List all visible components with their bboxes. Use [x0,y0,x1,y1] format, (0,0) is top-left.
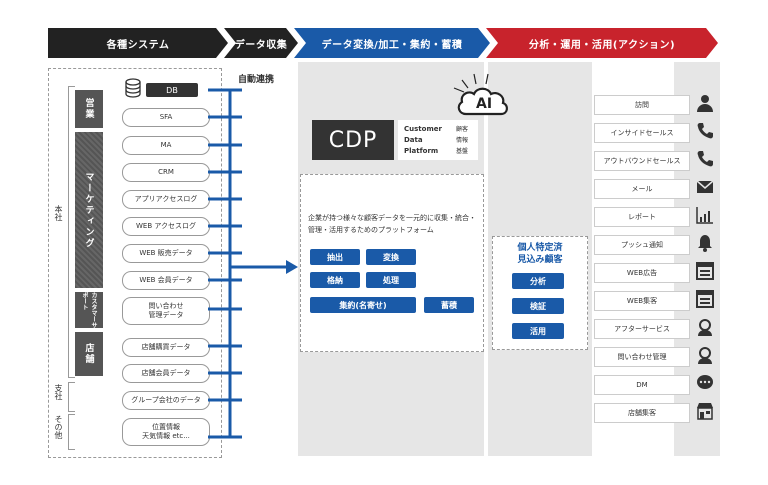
system-web-log: WEB アクセスログ [122,217,210,236]
shisha-bracket [68,382,75,412]
cdp-logo: CDP [312,120,394,160]
btn-process: 処理 [366,272,416,288]
btn-utilize: 活用 [512,323,564,339]
action-visit: 訪問 [594,95,690,115]
system-store-member: 店舗会員データ [122,364,210,383]
honsha-bracket [68,86,75,378]
person-icon [697,95,713,112]
system-location: 位置情報 天気情報 etc... [122,418,210,446]
action-web-ad: WEB広告 [594,263,690,283]
cdp-words-box: Customer Data Platform 顧客 情報 基盤 [398,120,478,160]
btn-verify: 検証 [512,298,564,314]
cdp-jp-1: 顧客 [456,126,469,133]
system-crm: CRM [122,163,210,182]
btn-accumulate: 蓄積 [424,297,474,313]
support-icon [698,347,712,364]
action-report: レポート [594,207,690,227]
action-dm: DM [594,375,690,395]
org-sonota: その他 [54,415,63,439]
system-web-member: WEB 会員データ [122,271,210,290]
sonota-bracket [68,414,75,450]
system-inquiry: 問い合わせ 管理データ [122,297,210,325]
phone-icon [697,123,713,139]
action-push: プッシュ通知 [594,235,690,255]
header-systems-label: 各種システム [106,39,170,51]
header-action: 分析・運用・活用(アクション) [486,28,718,58]
btn-store: 格納 [310,272,360,288]
cdp-word-2: Data [404,136,423,144]
action-store-attract: 店舗集客 [594,403,690,423]
report-icon [696,207,713,224]
system-db: DB [146,83,198,97]
header-transform: データ変換/加工・集約・蓄積 [294,28,490,58]
mail-icon [696,180,714,193]
systems-box [48,68,222,458]
btn-extract: 抽出 [310,249,360,265]
btn-aggregate: 集約(名寄せ) [310,297,416,313]
customer-title: 個人特定済 見込み顧客 [517,243,563,265]
web-icon [696,262,714,280]
system-ma: MA [122,136,210,155]
action-inside-sales: インサイドセールス [594,123,690,143]
system-web-sales: WEB 販売データ [122,244,210,263]
cdp-jp-2: 情報 [456,137,469,144]
cdp-jp-3: 基盤 [456,148,469,155]
system-app-log: アプリアクセスログ [122,190,210,209]
customer-box [492,236,588,350]
support-icon [698,319,712,336]
org-honsha: 本社 [54,205,63,221]
header-collect: データ収集 [224,28,298,58]
action-outbound-sales: アウトバウンドセールス [594,151,690,171]
dept-marketing: マーケティング [75,132,103,288]
header-transform-label: データ変換/加工・集約・蓄積 [321,39,463,51]
org-shisha: 支社 [54,384,63,400]
ai-label: AI [476,96,493,112]
bell-icon [698,235,712,252]
auto-link-label: 自動連携 [238,75,275,85]
header-action-label: 分析・運用・活用(アクション) [528,39,676,51]
action-after-service: アフターサービス [594,319,690,339]
ai-cloud-icon [453,73,508,116]
cdp-description: 企業が持つ様々な顧客データを一元的に収集・統合・管理・活用するためのプラットフォ… [308,214,476,234]
system-sfa: SFA [122,108,210,127]
dept-eigyo: 営業 [75,90,103,128]
header-collect-label: データ収集 [234,39,288,51]
action-inquiry-mgmt: 問い合わせ管理 [594,347,690,367]
cdp-word-3: Platform [404,147,439,155]
cdp-word-1: Customer [404,125,442,133]
system-store-purchase: 店舗購買データ [122,338,210,357]
dept-tenpo: 店舗 [75,332,103,376]
web-icon [696,290,714,308]
database-icon [124,78,142,98]
action-mail: メール [594,179,690,199]
btn-convert: 変換 [366,249,416,265]
phone-icon [697,151,713,167]
header-systems: 各種システム [48,28,228,58]
dept-support: カスタマーサポート [75,292,103,328]
chat-icon [697,375,713,389]
connector-lines [208,88,298,439]
shop-icon [697,403,713,420]
action-web-attract: WEB集客 [594,291,690,311]
btn-analysis: 分析 [512,273,564,289]
system-group: グループ会社のデータ [122,391,210,410]
